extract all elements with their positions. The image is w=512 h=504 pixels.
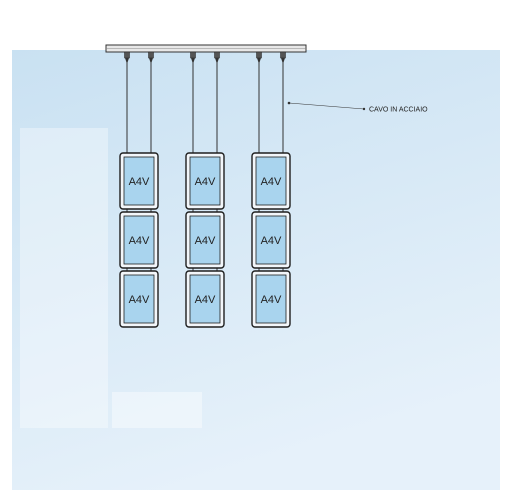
a4v-frame: A4V [185, 152, 225, 210]
cable-gripper-icon [280, 51, 286, 64]
a4v-frame: A4V [119, 270, 159, 328]
a4v-frame: A4V [251, 270, 291, 328]
frame-label: A4V [129, 176, 150, 188]
cable-gripper-icon [256, 51, 262, 64]
cable-gripper-icon [214, 51, 220, 64]
a4v-frame: A4V [119, 211, 159, 269]
frame-label: A4V [129, 294, 150, 306]
frame-label: A4V [261, 294, 282, 306]
cable-gripper-icon [124, 51, 130, 64]
a4v-frame: A4V [119, 152, 159, 210]
a4v-frame: A4V [251, 152, 291, 210]
a4v-frame: A4V [185, 211, 225, 269]
wall-highlight [20, 128, 108, 428]
callout-end-dot [362, 107, 366, 111]
a4v-frame: A4V [185, 270, 225, 328]
frame-label: A4V [261, 176, 282, 188]
frame-label: A4V [195, 176, 216, 188]
frame-label: A4V [195, 294, 216, 306]
steel-cable-callout: CAVO IN ACCIAIO [287, 101, 428, 114]
callout-label: CAVO IN ACCIAIO [369, 107, 428, 114]
wall-background [12, 50, 500, 490]
steel-cable [190, 51, 196, 153]
steel-cable [280, 51, 286, 153]
frame-label: A4V [129, 235, 150, 247]
wall-highlight-lower [112, 392, 202, 428]
steel-cable [124, 51, 130, 153]
steel-cable [148, 51, 154, 153]
cable-gripper-icon [190, 51, 196, 64]
cable-gripper-icon [148, 51, 154, 64]
a4v-frame: A4V [251, 211, 291, 269]
callout-leader-line [288, 102, 365, 110]
frame-label: A4V [261, 235, 282, 247]
frame-label: A4V [195, 235, 216, 247]
steel-cable [214, 51, 220, 153]
steel-cable [256, 51, 262, 153]
ceiling-rail [105, 44, 307, 53]
